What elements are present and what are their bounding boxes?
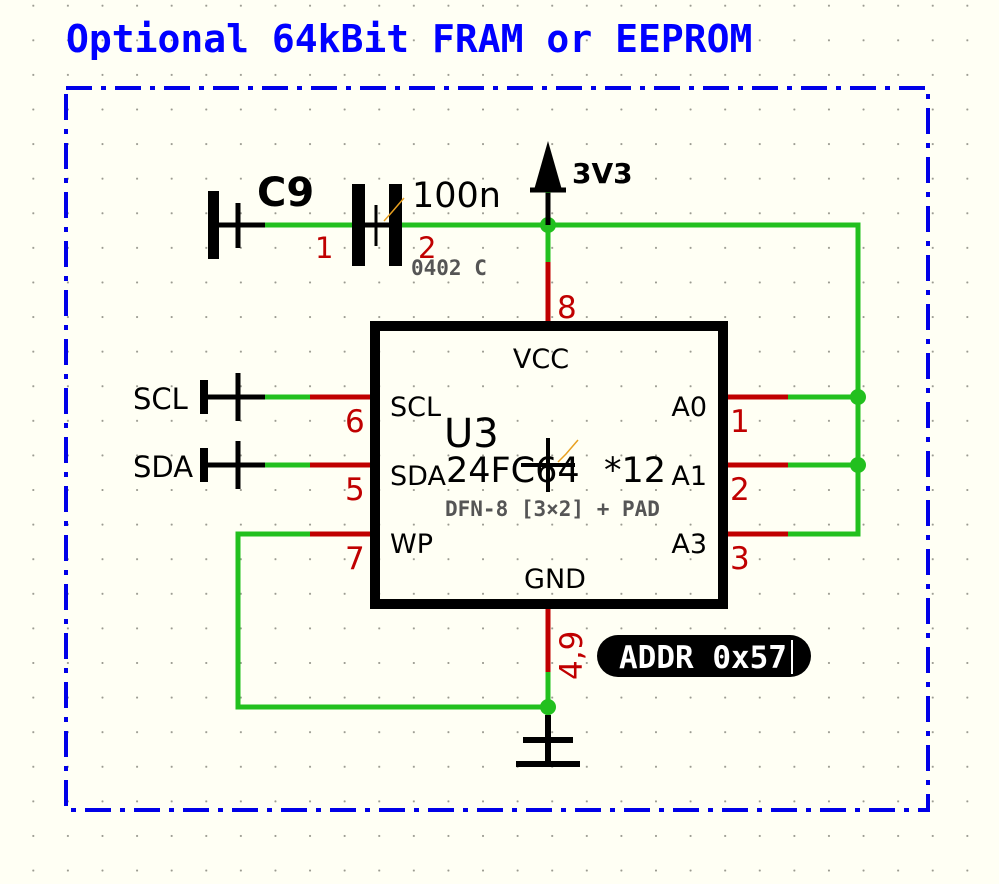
cap-edit-mark-icon xyxy=(383,197,405,222)
junction-gnd xyxy=(540,699,556,715)
net-flag-scl[interactable] xyxy=(200,373,265,421)
cap-value: 100n xyxy=(412,176,501,216)
ic-footprint: DFN-8 [3×2] + PAD xyxy=(445,497,660,521)
ic-anchor-icon xyxy=(521,438,575,492)
pin-name-gnd: GND xyxy=(524,564,586,595)
ic-edit-mark-icon xyxy=(557,439,579,463)
ic-u3-body[interactable] xyxy=(370,321,728,609)
pin-name-a3: A3 xyxy=(671,529,707,560)
pin-name-wp: WP xyxy=(390,529,433,560)
pin-name-scl: SCL xyxy=(390,392,441,423)
ic-ref: U3 xyxy=(444,411,499,457)
power-arrow-icon xyxy=(534,141,562,190)
cap-plate-right-icon xyxy=(389,184,402,266)
cap-pin2-number: 2 xyxy=(418,231,436,265)
ground-symbol[interactable] xyxy=(516,715,580,767)
cap-pin1-number: 1 xyxy=(315,231,333,265)
pin-stubs xyxy=(310,262,788,672)
pin-number-scl: 6 xyxy=(345,404,365,440)
cap-plate-left-icon xyxy=(352,184,365,266)
ic-value: 24FC64 xyxy=(446,451,580,491)
addr-label: ADDR 0x57 xyxy=(619,640,787,676)
pin-name-vcc: VCC xyxy=(513,344,569,375)
power-3v3-symbol[interactable] xyxy=(530,141,566,225)
addr-pill[interactable] xyxy=(597,635,811,677)
ic-multiplier: *12 xyxy=(604,451,666,491)
power-label: 3V3 xyxy=(572,157,633,190)
pin-number-a1: 2 xyxy=(730,472,750,508)
pin-number-a3: 3 xyxy=(730,541,750,577)
pin-number-a0: 1 xyxy=(730,404,750,440)
pin-number-gnd: 4,9 xyxy=(554,631,590,680)
pin-name-a1: A1 xyxy=(671,461,707,492)
net-label-sda: SDA xyxy=(133,450,193,484)
cap-footprint: 0402 C xyxy=(411,256,487,280)
cap-ref: C9 xyxy=(257,170,314,216)
net-label-scl: SCL xyxy=(133,382,188,416)
pin-name-sda: SDA xyxy=(390,461,446,492)
capacitor-c9[interactable] xyxy=(208,184,405,266)
pin-number-wp: 7 xyxy=(345,541,365,577)
pin-number-sda: 5 xyxy=(345,472,365,508)
wire-wp-loop xyxy=(235,531,551,710)
junction-a0 xyxy=(850,389,866,405)
group-frame xyxy=(64,86,930,812)
junction-a1 xyxy=(850,457,866,473)
sheet-title: Optional 64kBit FRAM or EEPROM xyxy=(66,17,752,61)
pin-number-vcc: 8 xyxy=(557,290,577,326)
cap-left-terminal-icon xyxy=(208,191,219,259)
pin-name-a0: A0 xyxy=(671,392,707,423)
wires xyxy=(235,190,861,743)
net-flag-sda[interactable] xyxy=(200,441,265,489)
